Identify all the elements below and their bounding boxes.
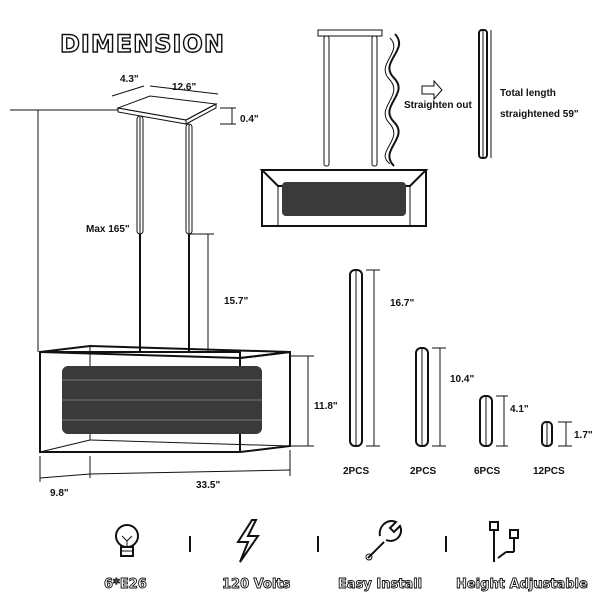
height-adjust-icon: [489, 521, 519, 562]
rod-10-4-qty: 2PCS: [410, 466, 436, 477]
rod-16-7-qty: 2PCS: [343, 466, 369, 477]
rod-4-1-qty: 6PCS: [474, 466, 500, 477]
rods-set: 16.7" 2PCS 10.4" 2PCS 4.1" 6PCS: [343, 269, 593, 477]
chain-left: [136, 115, 144, 235]
total-length-value: straightened 59": [500, 109, 579, 120]
straighten-label: Straighten out: [404, 100, 472, 111]
rod-4-1: [479, 395, 508, 447]
rod-10-4-length: 10.4": [450, 374, 474, 385]
bulb-icon: [115, 524, 139, 557]
max-height-label: Max 165": [86, 224, 130, 235]
straight-chain: [478, 29, 492, 159]
total-length-label: Total length: [500, 88, 556, 99]
feature-bulb-label: 6*E26: [104, 577, 147, 592]
rod-16-7: [349, 269, 380, 447]
feature-install-label: Easy Install: [338, 577, 422, 592]
rod-16-7-length: 16.7": [390, 298, 414, 309]
small-crystal-block: [282, 182, 406, 216]
feature-height-label: Height Adjustable: [456, 577, 588, 592]
chain-coil: [384, 33, 401, 167]
frame-body: [39, 344, 291, 453]
dimension-lines: [10, 85, 314, 482]
small-chain-right: [371, 35, 378, 167]
rod-10-4: [415, 347, 446, 447]
rod-1-7-qty: 12PCS: [533, 466, 565, 477]
rod-4-1-length: 4.1": [510, 404, 529, 415]
small-fixture: [259, 29, 429, 227]
canopy-plate-front: [117, 107, 187, 125]
body-height-label: 11.8": [314, 401, 338, 412]
small-canopy: [317, 29, 383, 37]
canopy-width-label: 12.6": [172, 82, 196, 93]
chain-right: [185, 123, 193, 235]
body-depth-label: 9.8": [50, 488, 69, 499]
small-chain-left: [323, 35, 330, 167]
rod-1-7-length: 1.7": [574, 430, 593, 441]
body-length-label: 33.5": [196, 480, 220, 491]
main-fixture: 4.3" 12.6" 0.4" Max 165" 15.7" 11.8" 9.8…: [10, 74, 338, 499]
feature-volts-label: 120 Volts: [222, 577, 291, 592]
page-title: DIMENSION: [60, 30, 225, 58]
rod-length-label: 15.7": [224, 296, 248, 307]
wrench-icon: [365, 520, 402, 561]
lightning-icon: [236, 519, 260, 563]
canopy-height-label: 0.4": [240, 114, 259, 125]
canopy-plate-side: [185, 103, 217, 125]
arrow-right-icon: [421, 79, 443, 101]
features-row: 6*E26 120 Volts Easy Install Height Adju…: [104, 519, 588, 592]
canopy-depth-label: 4.3": [120, 74, 139, 85]
rod-1-7: [541, 421, 572, 447]
